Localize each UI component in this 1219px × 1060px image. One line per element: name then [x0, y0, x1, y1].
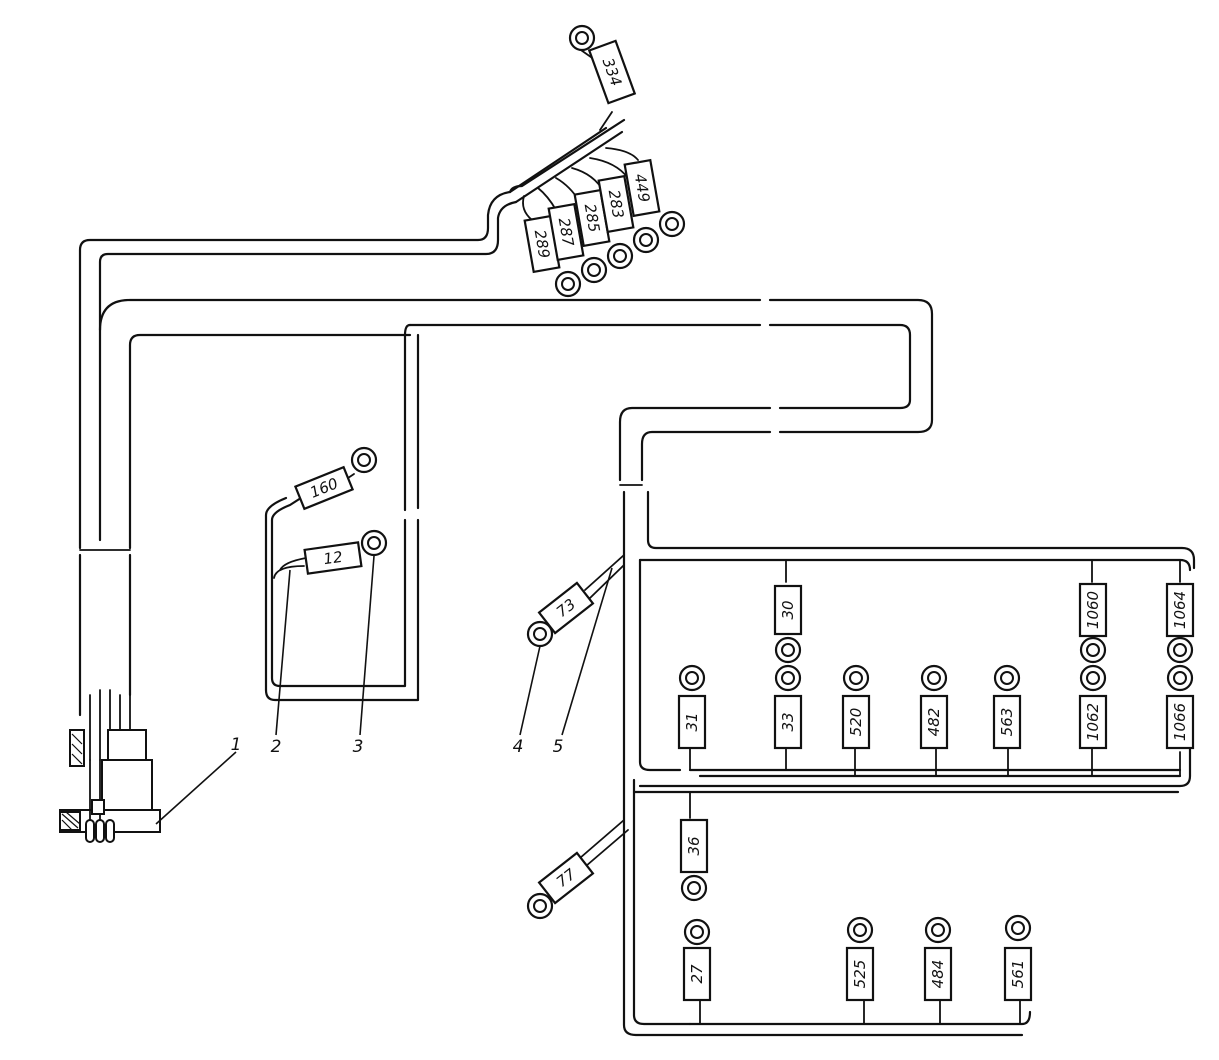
ring-terminal: [526, 892, 554, 920]
tag-label: 30: [779, 600, 797, 619]
ring-terminal: [350, 446, 378, 474]
callout-2: 2: [271, 737, 282, 757]
tag-1066: 1066: [1165, 694, 1195, 750]
tag-label: 31: [683, 712, 701, 731]
ring-terminal: [842, 664, 870, 692]
tag-1062: 1062: [1078, 694, 1108, 750]
right-harness-wires: [579, 553, 1192, 1037]
ring-terminal: [846, 916, 874, 944]
tag-525: 525: [845, 946, 875, 1002]
ring-terminal: [678, 664, 706, 692]
tag-label: 36: [685, 836, 703, 855]
tag-label: 33: [779, 712, 797, 731]
tag-label: 287: [555, 216, 578, 248]
tag-160: 160: [293, 465, 355, 511]
callout-4: 4: [513, 737, 524, 757]
tag-482: 482: [919, 694, 949, 750]
tag-520: 520: [841, 694, 871, 750]
tag-287: 287: [547, 202, 585, 262]
callout-1: 1: [231, 735, 242, 755]
callout-3: 3: [353, 737, 364, 757]
tag-label: 561: [1009, 960, 1027, 989]
tag-label: 449: [631, 172, 654, 203]
ring-terminal: [1004, 914, 1032, 942]
wire-tags: 334 289 287 285 283 44: [293, 24, 1195, 1002]
ring-terminal: [993, 664, 1021, 692]
tag-484: 484: [923, 946, 953, 1002]
ring-terminal: [680, 874, 708, 902]
right-loop-wires: [618, 298, 1196, 572]
tag-334: 334: [587, 39, 637, 105]
ring-terminal: [568, 24, 596, 52]
tag-33: 33: [773, 694, 803, 750]
ring-terminal: [554, 270, 582, 298]
tag-31: 31: [677, 694, 707, 750]
tag-label: 283: [605, 188, 628, 219]
ring-terminal: [774, 636, 802, 664]
ring-terminal: [924, 916, 952, 944]
tag-563: 563: [992, 694, 1022, 750]
tag-label: 563: [998, 708, 1016, 737]
connector-plug: [59, 729, 161, 843]
tag-283: 283: [597, 174, 635, 234]
tag-1064: 1064: [1165, 582, 1195, 638]
ring-terminal: [632, 226, 660, 254]
tag-30: 30: [773, 584, 803, 636]
tag-label: 484: [929, 960, 947, 989]
tag-label: 1060: [1084, 591, 1102, 629]
ring-terminal: [606, 242, 634, 270]
tag-561: 561: [1003, 946, 1033, 1002]
tag-12: 12: [303, 541, 363, 575]
ring-terminal: [1166, 636, 1194, 664]
inner-loop-wires: [264, 333, 420, 702]
tag-label: 520: [847, 708, 865, 737]
tag-1060: 1060: [1078, 582, 1108, 638]
tag-36: 36: [679, 818, 709, 874]
main-harness-trunk: [78, 126, 762, 761]
ring-terminal: [658, 210, 686, 238]
callouts: 1 2 3 4 5: [155, 555, 613, 825]
tag-27: 27: [682, 946, 712, 1002]
tag-label: 27: [688, 964, 706, 984]
tag-449: 449: [623, 158, 661, 218]
tag-77: 77: [537, 851, 595, 905]
ring-terminal: [920, 664, 948, 692]
tag-label: 1066: [1171, 703, 1189, 741]
tag-73: 73: [537, 581, 595, 635]
ring-terminal: [580, 256, 608, 284]
ring-terminal: [1166, 664, 1194, 692]
ring-terminal: [774, 664, 802, 692]
tag-label: 285: [581, 202, 604, 233]
ring-terminal: [360, 529, 388, 557]
tag-label: 289: [531, 228, 554, 259]
ring-terminal: [526, 620, 554, 648]
ring-terminal: [683, 918, 711, 946]
ring-terminal: [1079, 636, 1107, 664]
tag-label: 525: [851, 960, 869, 989]
tag-label: 482: [925, 708, 943, 737]
callout-5: 5: [553, 737, 564, 757]
tag-label: 1064: [1171, 591, 1189, 629]
tag-label: 1062: [1084, 703, 1102, 741]
tag-label: 12: [322, 548, 343, 568]
ring-terminal: [1079, 664, 1107, 692]
